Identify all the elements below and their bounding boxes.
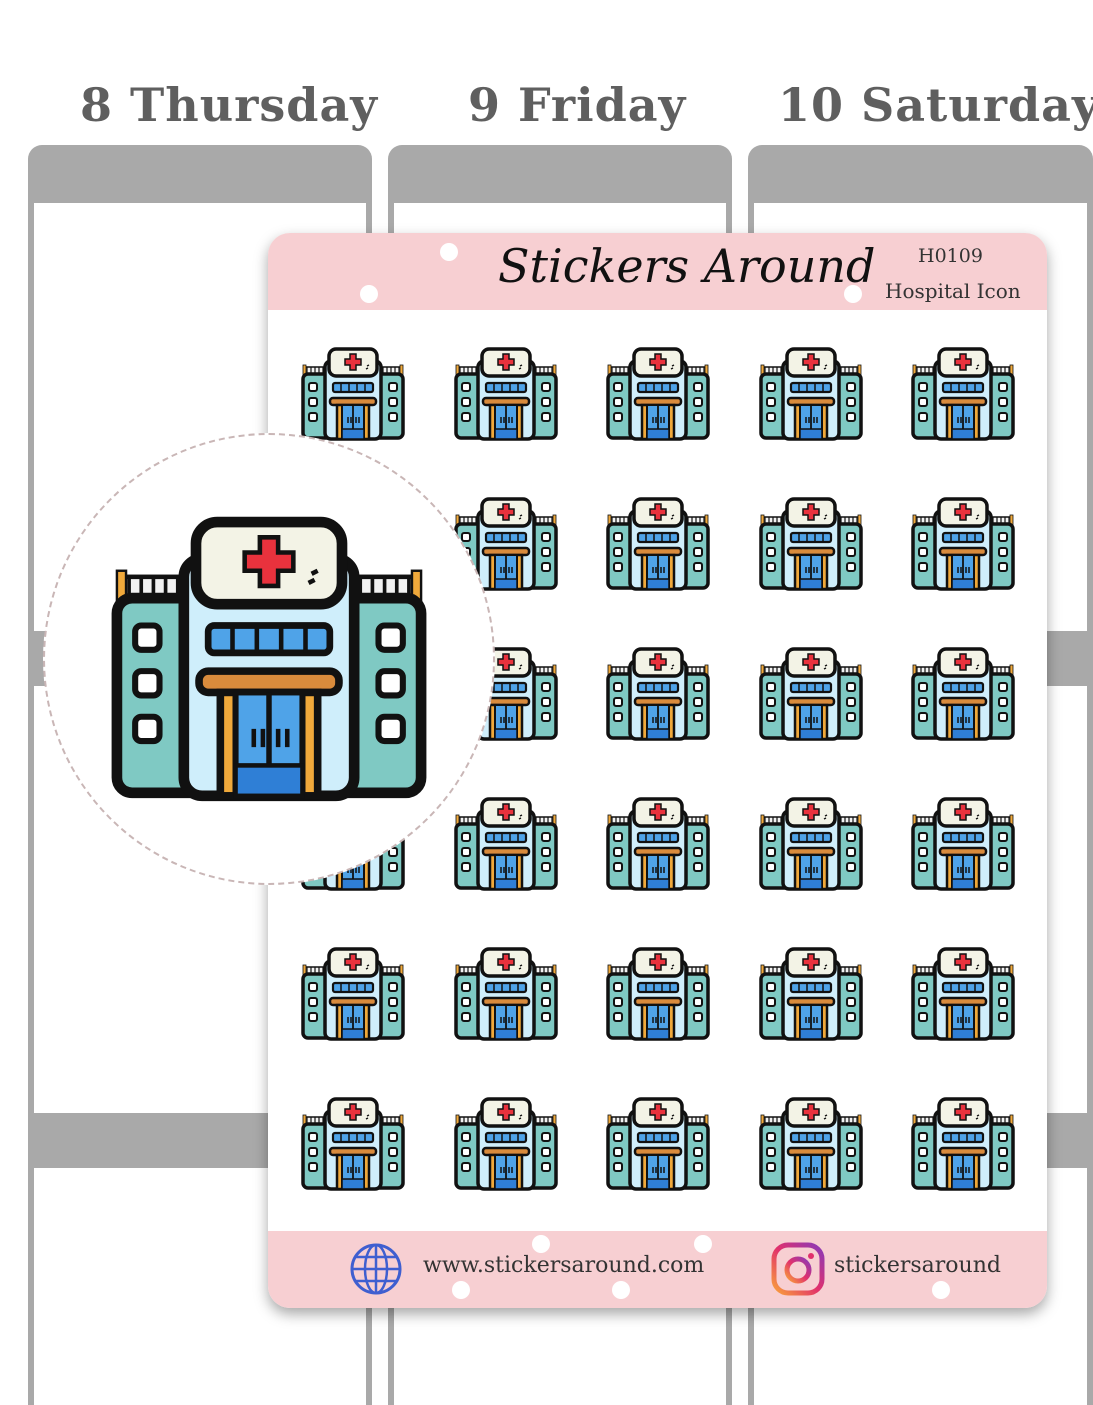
hospital-building-icon bbox=[911, 947, 1015, 1043]
hospital-building-icon bbox=[759, 347, 863, 443]
hospital-building-icon bbox=[301, 347, 405, 443]
decor-dot bbox=[532, 1235, 550, 1253]
hospital-building-icon bbox=[911, 647, 1015, 743]
hospital-building-icon bbox=[606, 647, 710, 743]
instagram-icon bbox=[771, 1242, 825, 1296]
day-label-friday: 9 Friday bbox=[468, 78, 687, 132]
hospital-building-icon bbox=[911, 347, 1015, 443]
decor-dot bbox=[694, 1235, 712, 1253]
decor-dot bbox=[440, 243, 458, 261]
decor-dot bbox=[612, 1281, 630, 1299]
sheet-header: Stickers Around H0109 Hospital Icon bbox=[268, 233, 1047, 310]
hospital-building-icon bbox=[759, 647, 863, 743]
hospital-building-icon bbox=[454, 347, 558, 443]
globe-icon bbox=[350, 1243, 402, 1295]
sheet-footer: www.stickersaround.com stickersaround bbox=[268, 1231, 1047, 1308]
hospital-building-icon bbox=[911, 497, 1015, 593]
hospital-building-icon bbox=[606, 347, 710, 443]
hospital-building-icon bbox=[606, 1097, 710, 1193]
brand-name: Stickers Around bbox=[498, 239, 876, 293]
decor-dot bbox=[360, 285, 378, 303]
hospital-building-icon bbox=[454, 797, 558, 893]
hospital-building-icon bbox=[606, 797, 710, 893]
hospital-building-icon bbox=[759, 797, 863, 893]
decor-dot bbox=[932, 1281, 950, 1299]
hospital-building-icon bbox=[301, 947, 405, 1043]
hospital-building-icon bbox=[759, 947, 863, 1043]
decor-dot bbox=[452, 1281, 470, 1299]
hospital-building-icon bbox=[911, 797, 1015, 893]
product-name: Hospital Icon bbox=[885, 279, 1021, 303]
instagram-handle[interactable]: stickersaround bbox=[834, 1253, 1001, 1278]
hospital-building-icon bbox=[606, 497, 710, 593]
hospital-building-icon bbox=[454, 947, 558, 1043]
hospital-building-icon bbox=[301, 1097, 405, 1193]
hospital-building-icon bbox=[759, 1097, 863, 1193]
product-code: H0109 bbox=[918, 245, 983, 267]
website-link[interactable]: www.stickersaround.com bbox=[423, 1253, 705, 1278]
hospital-building-icon bbox=[759, 497, 863, 593]
hospital-building-icon bbox=[606, 947, 710, 1043]
day-label-thursday: 8 Thursday bbox=[80, 78, 378, 132]
hospital-building-icon bbox=[454, 1097, 558, 1193]
hospital-building-icon bbox=[110, 516, 428, 808]
decor-dot bbox=[844, 285, 862, 303]
day-label-saturday: 10 Saturday bbox=[778, 78, 1093, 132]
hospital-building-icon bbox=[911, 1097, 1015, 1193]
